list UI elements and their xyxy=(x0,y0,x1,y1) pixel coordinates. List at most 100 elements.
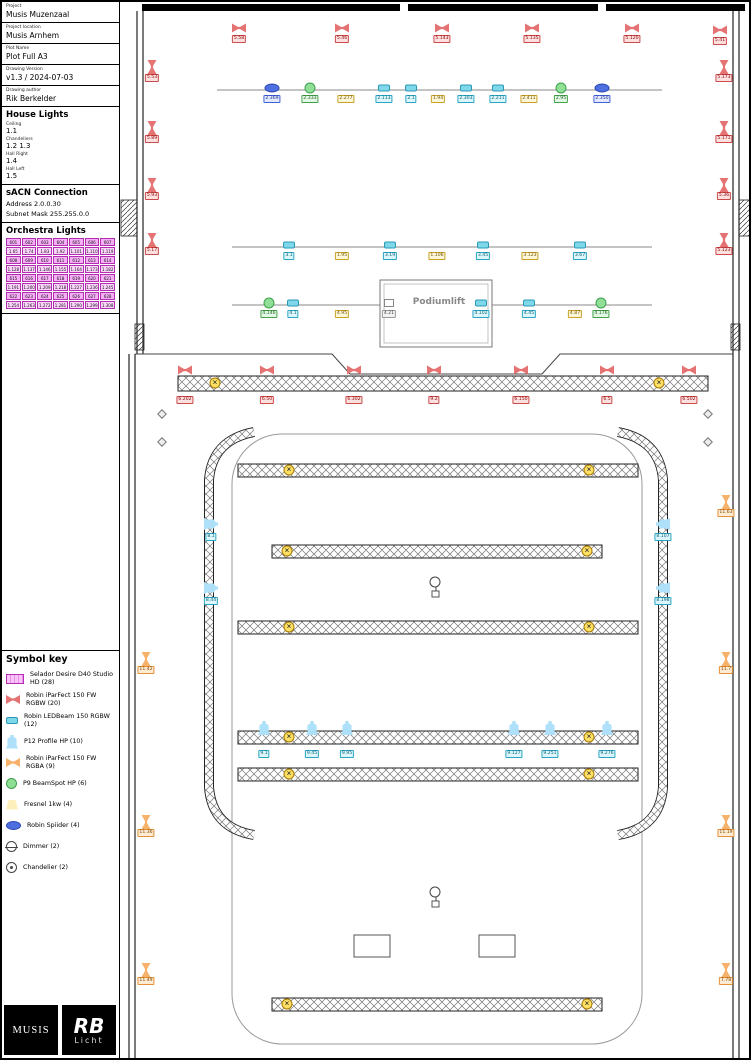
fixture-diamond xyxy=(703,437,713,447)
podiumlift-label: Podiumlift xyxy=(412,297,466,307)
fixture-spiider xyxy=(264,83,280,93)
author-field: Drawing author Rik Berkelder xyxy=(2,86,119,107)
fixture-p12 xyxy=(258,721,270,735)
fixture-label: 7.78 xyxy=(718,977,734,985)
orchestra-cell: 1.65 xyxy=(6,247,21,255)
symbol-key-label: Robin Spiider (4) xyxy=(27,821,80,829)
fixture-label: 1.94 xyxy=(430,95,446,103)
symbol-key-item: Selador Desire D40 Studio HD (28) xyxy=(6,668,115,689)
fixture-p12 xyxy=(544,721,556,735)
fixture-red xyxy=(148,233,157,247)
dimmer-symbol-icon xyxy=(5,841,18,852)
fixture-p12 xyxy=(306,721,318,735)
fixture-label: 11.42 xyxy=(137,666,155,674)
orchestra-title: Orchestra Lights xyxy=(6,226,86,236)
orchestra-cell: 610 xyxy=(37,256,53,264)
fixture-red xyxy=(625,23,639,33)
fixture-label: 5.36 xyxy=(716,192,732,200)
orchestra-cell: 1.101 xyxy=(68,247,84,255)
author-value: Rik Berkelder xyxy=(6,94,57,103)
symbol-key-item: Dimmer (2) xyxy=(5,836,115,857)
orchestra-cell: 623 xyxy=(21,292,37,300)
plot-name-value: Plot Full A3 xyxy=(6,52,48,61)
orchestra-cell: 617 xyxy=(37,274,53,282)
orchestra-cell: 602 xyxy=(21,238,37,246)
orchestra-cell: 614 xyxy=(100,256,115,264)
orchestra-cell: 1.281 xyxy=(53,301,68,309)
fixture-label: 5.120 xyxy=(623,35,641,43)
fixture-ymark xyxy=(283,768,295,780)
fixture-ymark xyxy=(583,731,595,743)
orchestra-cell: 1.92 xyxy=(53,247,68,255)
symbol-key-label: Dimmer (2) xyxy=(23,842,60,850)
orchestra-cell: 1.290 xyxy=(68,301,84,309)
sacn-address: Address 2.0.0.30 xyxy=(6,200,61,208)
fixture-label: 5.173 xyxy=(715,74,733,82)
fixture-cyan xyxy=(477,241,489,249)
fixture-label: 3.123 xyxy=(521,252,539,260)
version-value: v1.3 / 2024-07-03 xyxy=(6,73,74,82)
fixture-label: 6.50 xyxy=(259,396,275,404)
orchestra-cell: 1.227 xyxy=(68,283,84,291)
symbol-key-label: P9 BeamSpot HP (6) xyxy=(23,779,87,787)
fixture-ymark xyxy=(583,621,595,633)
fixture-ymark xyxy=(283,731,295,743)
house-light-label: Ceiling xyxy=(6,122,22,127)
orchestra-cell: 615 xyxy=(6,274,21,282)
fixture-p12 xyxy=(508,721,520,735)
sidebar: Project Musis Muzenzaal Project location… xyxy=(2,2,120,1058)
orchestra-cell: 604 xyxy=(53,238,68,246)
symbol-key-title: Symbol key xyxy=(6,654,68,665)
fixture-label: 9.95 xyxy=(339,750,355,758)
fixture-orange xyxy=(722,652,731,666)
fixture-label: 4.87 xyxy=(567,310,583,318)
fixture-label: 9.1 xyxy=(258,750,270,758)
orchestra-cell: 1.272 xyxy=(37,301,53,309)
orchestra-cell: 628 xyxy=(100,292,115,300)
fixture-cyan xyxy=(384,241,396,249)
house-light-label: Hall Left xyxy=(6,167,25,172)
chandelier-symbol-icon xyxy=(6,862,17,873)
fixture-label: 2.411 xyxy=(520,95,538,103)
fixture-ymark xyxy=(283,621,295,633)
fixture-p12 xyxy=(204,518,218,530)
sacn-title: sACN Connection xyxy=(6,188,88,198)
fixture-red xyxy=(335,23,349,33)
fixture-label: 9.45 xyxy=(304,750,320,758)
fixture-orange xyxy=(722,495,731,509)
fixture-red xyxy=(347,365,361,375)
fixture-label: 5.41 xyxy=(712,37,728,45)
fixture-label: 4.146 xyxy=(260,310,278,318)
fixture-label: 3.19 xyxy=(382,252,398,260)
project-value: Musis Muzenzaal xyxy=(6,10,70,19)
fixture-red xyxy=(720,60,729,74)
fixture-cyan xyxy=(574,241,586,249)
orchestra-cell: 609 xyxy=(21,256,37,264)
orchestra-cell: 1.83 xyxy=(37,247,53,255)
fixture-label: 9.251 xyxy=(541,750,559,758)
fixture-label: 6.502 xyxy=(680,396,698,404)
house-light-value: 1.2 1.3 xyxy=(6,142,31,150)
fixture-ymark xyxy=(583,768,595,780)
fixture-cyan xyxy=(523,299,535,307)
fixture-label: 11.63 xyxy=(717,509,735,517)
licht-logo-text: Licht xyxy=(74,1035,104,1045)
orchestra-cell: 1.146 xyxy=(37,265,53,273)
location-label: Project location xyxy=(6,25,41,30)
fixture-ymark xyxy=(583,464,595,476)
orchestra-cell: 607 xyxy=(100,238,115,246)
fixture-label: 9.2 xyxy=(428,396,440,404)
fixture-label: 3.1 xyxy=(283,252,295,260)
fixture-label: 5.171 xyxy=(715,135,733,143)
fixture-red xyxy=(682,365,696,375)
fixture-red xyxy=(148,178,157,192)
fixture-p12 xyxy=(656,582,670,594)
orchestra-cell: 1.308 xyxy=(100,301,115,309)
fixture-label: 8.107 xyxy=(654,533,672,541)
fixture-label: 2.303 xyxy=(457,95,475,103)
fixture-graybox xyxy=(384,299,394,307)
